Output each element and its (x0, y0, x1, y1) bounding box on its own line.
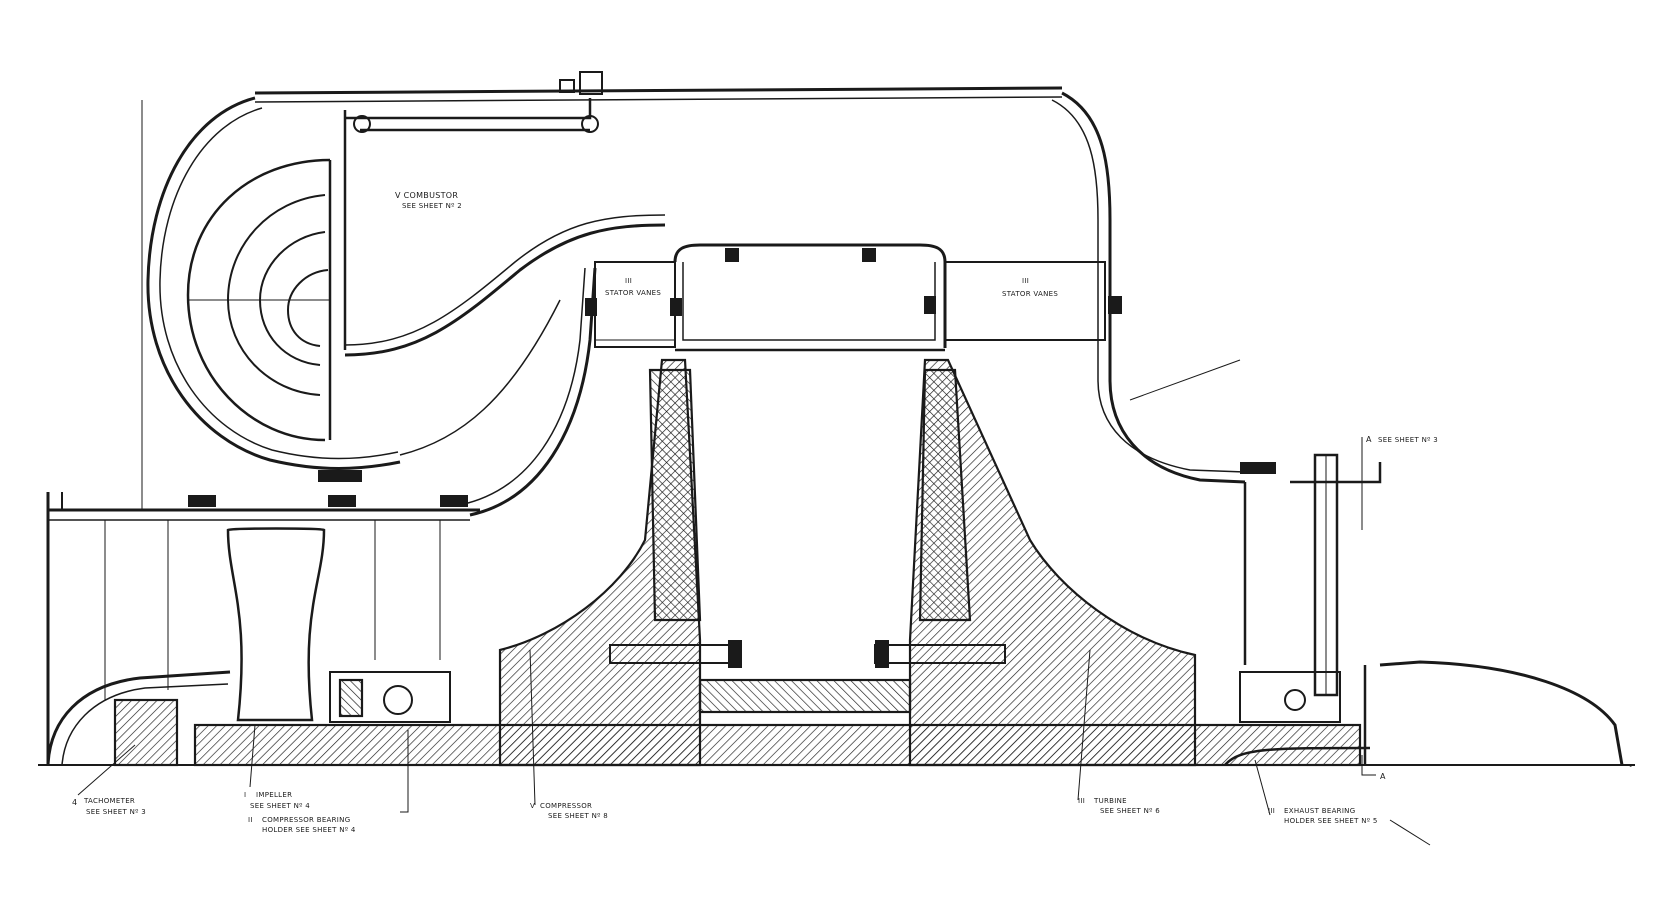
leader-lines (77, 359, 1431, 846)
exhaust-bearing-label: EXHAUST BEARING (1284, 807, 1355, 815)
stator-vanes-left (585, 261, 682, 348)
compressor-ref: SEE SHEET Nº 8 (548, 812, 608, 820)
tachometer-number: 4 (72, 798, 77, 807)
combustor-label: V COMBUSTOR SEE SHEET Nº 2 (395, 191, 462, 210)
turbine-number: III (1078, 797, 1085, 805)
stator-left-number: III (625, 277, 632, 285)
exhaust-bearing-callout: III EXHAUST BEARING HOLDER SEE SHEET Nº … (1268, 807, 1378, 825)
tachometer-callout: 4 TACHOMETER SEE SHEET Nº 3 (72, 797, 146, 816)
inlet-section (46, 100, 480, 767)
svg-text:•: • (1628, 762, 1633, 772)
diffuser-duct (344, 214, 666, 517)
exhaust-section (1224, 453, 1624, 766)
central-drum (673, 243, 947, 352)
exhaust-bearing-number: III (1268, 807, 1275, 815)
turbine-label: TURBINE (1093, 797, 1127, 805)
impeller-number: I (244, 791, 246, 799)
section-a-bottom-letter: A (1380, 772, 1386, 781)
compressor-rotor (498, 358, 702, 767)
combustor-rings (186, 71, 603, 442)
turbine-ref: SEE SHEET Nº 6 (1100, 807, 1160, 815)
section-a-callout: A SEE SHEET Nº 3 A (1366, 435, 1438, 781)
turbine-callout: III TURBINE SEE SHEET Nº 6 (1078, 797, 1160, 815)
stator-left-label: III STATOR VANES (605, 277, 661, 297)
stator-right-text: STATOR VANES (1002, 290, 1058, 298)
impeller-label: IMPELLER (256, 791, 292, 799)
impeller-callout: I IMPELLER SEE SHEET Nº 4 (244, 791, 310, 810)
stator-right-label: III STATOR VANES (1002, 277, 1058, 298)
combustor-ref: SEE SHEET Nº 2 (402, 202, 462, 210)
tachometer-ref: SEE SHEET Nº 3 (86, 808, 146, 816)
stator-right-number: III (1022, 277, 1029, 285)
compressor-bearing-ref: HOLDER SEE SHEET Nº 4 (262, 826, 356, 834)
compressor-bearing-number: II (248, 816, 253, 824)
shaft-assembly (193, 640, 1362, 767)
compressor-label: COMPRESSOR (540, 802, 592, 810)
section-a-ref: SEE SHEET Nº 3 (1378, 436, 1438, 444)
compressor-bearing-label: COMPRESSOR BEARING (262, 816, 350, 824)
stator-vanes-right (924, 261, 1122, 341)
compressor-number: V (530, 802, 535, 810)
exhaust-bearing-ref: HOLDER SEE SHEET Nº 5 (1284, 817, 1378, 825)
turbine-rotor (908, 358, 1197, 767)
stator-left-text: STATOR VANES (605, 289, 661, 297)
outer-casing (146, 86, 1246, 484)
combustor-title: V COMBUSTOR (395, 191, 458, 200)
tachometer-label: TACHOMETER (83, 797, 135, 805)
compressor-bearing-callout: II COMPRESSOR BEARING HOLDER SEE SHEET N… (248, 816, 356, 834)
impeller-ref: SEE SHEET Nº 4 (250, 802, 310, 810)
section-a-top-letter: A (1366, 435, 1372, 444)
compressor-callout: V COMPRESSOR SEE SHEET Nº 8 (530, 802, 608, 820)
